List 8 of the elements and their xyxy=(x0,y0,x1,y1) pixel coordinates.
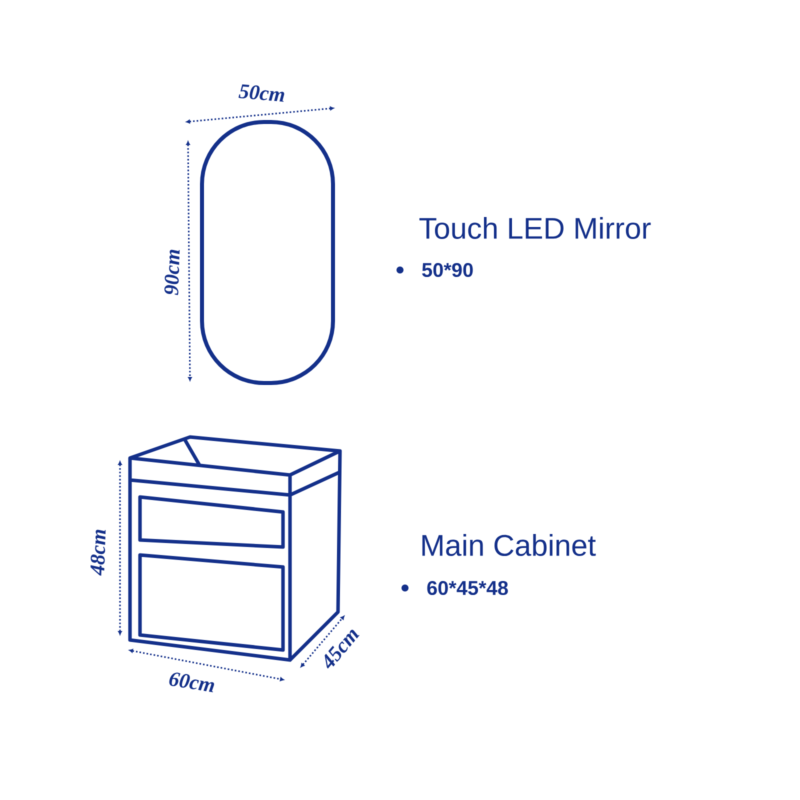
dimension-label: 90cm xyxy=(164,250,180,296)
bullet-item: 50*90 xyxy=(396,262,473,278)
bullet-item: 60*45*48 xyxy=(402,580,508,596)
heading: Main Cabinet xyxy=(422,534,596,556)
heading: Touch LED Mirror xyxy=(419,217,651,239)
dimension-label: 50cm xyxy=(238,84,284,102)
dimension-label: 48cm xyxy=(90,530,106,576)
dimension-label: 60cm xyxy=(169,672,214,692)
